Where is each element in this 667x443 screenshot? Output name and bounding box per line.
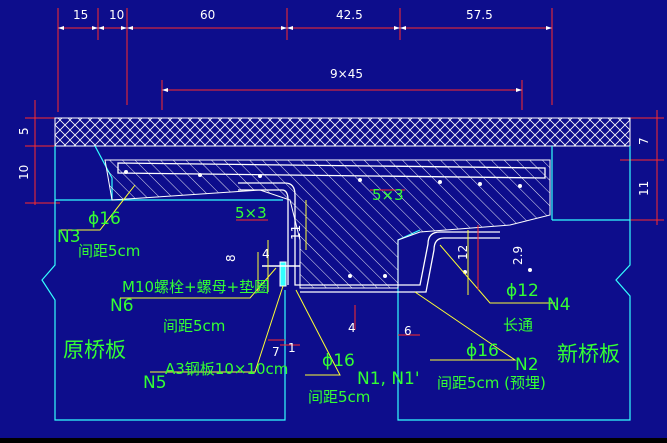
right-dimension-chain	[620, 110, 664, 225]
dim-11-center: 11	[289, 225, 303, 240]
dim-57-5: 57.5	[466, 8, 493, 22]
label-old-slab: 原桥板	[63, 338, 126, 362]
dim-15: 15	[73, 8, 88, 22]
leader-lines	[60, 184, 555, 376]
label-n6: N6	[110, 296, 134, 316]
label-n4: N4	[547, 295, 571, 315]
left-dimension-chain	[25, 100, 60, 205]
dim-5x3-left: 5×3	[235, 204, 267, 222]
joint-small-dims	[236, 189, 479, 346]
label-n3-dia: ϕ16	[88, 209, 121, 229]
dim-6: 6	[404, 324, 412, 338]
label-n5-desc: A3钢板10×10cm	[165, 360, 288, 378]
label-n5: N5	[143, 373, 167, 393]
label-new-slab: 新桥板	[557, 342, 620, 366]
label-n6-desc: M10螺栓+螺母+垫圈	[122, 278, 269, 296]
rebars	[117, 162, 546, 293]
dimension-ticks	[58, 26, 552, 92]
label-n6-spacing: 间距5cm	[163, 317, 225, 335]
dim-11-right: 11	[637, 181, 651, 196]
dim-42-5: 42.5	[336, 8, 363, 22]
dim-60: 60	[200, 8, 215, 22]
rebar-dots	[124, 170, 532, 278]
dim-5x3-center: 5×3	[372, 186, 404, 204]
dim-2-9: 2.9	[511, 246, 525, 265]
label-n1: N1, N1'	[357, 369, 420, 389]
dim-4-center: 4	[348, 321, 356, 335]
label-n2-spacing: 间距5cm (预埋)	[437, 374, 546, 392]
pavement-layer	[54, 117, 631, 147]
label-n2: N2	[515, 355, 539, 375]
dim-8: 8	[224, 254, 238, 262]
dim-5-left: 5	[17, 127, 31, 135]
dim-10: 10	[109, 8, 124, 22]
dim-7-right: 7	[637, 137, 651, 145]
dim-9x45: 9×45	[330, 67, 363, 81]
label-n4-dia: ϕ12	[506, 281, 539, 301]
label-n1-spacing: 间距5cm	[308, 388, 370, 406]
dim-12: 12	[456, 245, 470, 260]
top-dimension-chain	[57, 8, 553, 112]
label-n2-dia: ϕ16	[466, 341, 499, 361]
joint-concrete-fill	[104, 159, 551, 289]
label-n3-spacing: 间距5cm	[78, 242, 140, 260]
dim-4-left: 4	[262, 247, 270, 261]
label-n1-dia: ϕ16	[322, 351, 355, 371]
dim-10-left: 10	[17, 165, 31, 180]
dim-7: 7	[272, 345, 280, 359]
label-n4-length: 长通	[503, 316, 533, 334]
dim-1: 1	[288, 341, 296, 355]
label-n3: N3	[57, 227, 81, 247]
